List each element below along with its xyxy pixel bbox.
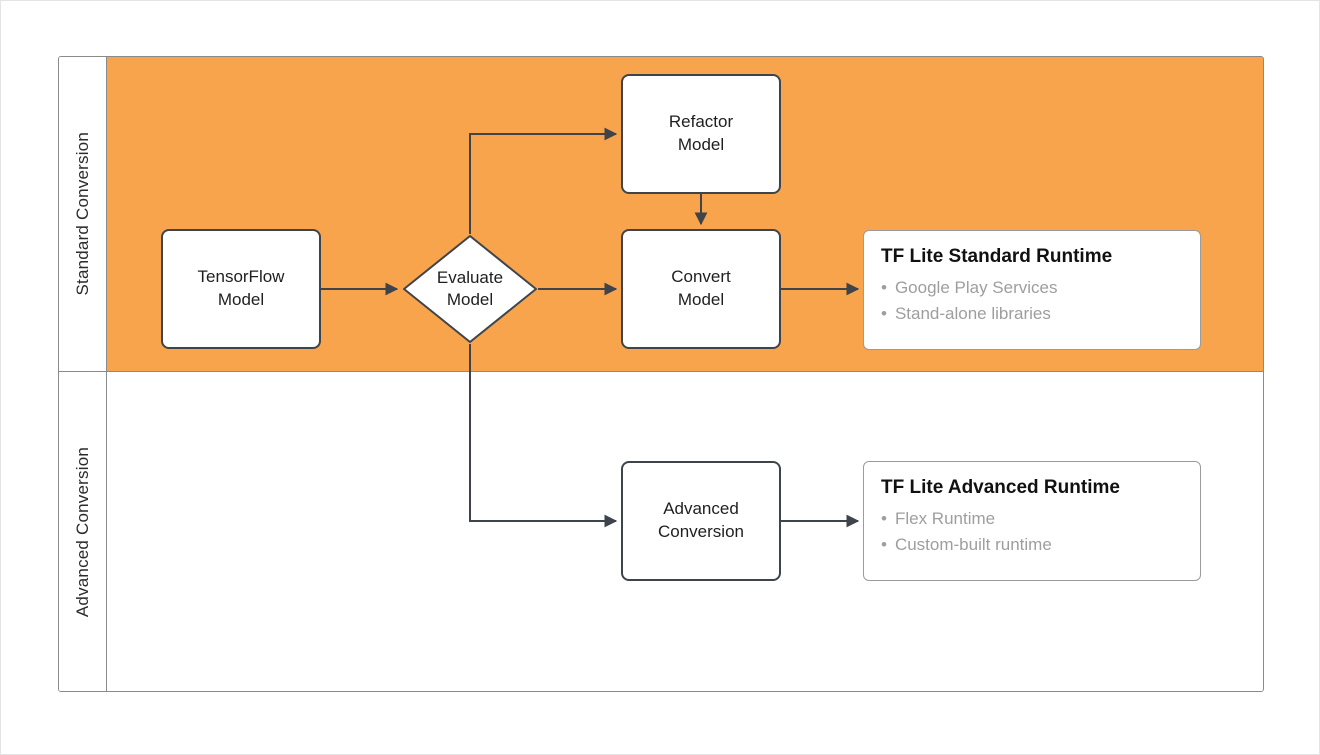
node-convert-model-label: Convert Model [671, 267, 731, 309]
bullet-item: Stand-alone libraries [881, 301, 1183, 327]
tflite-standard-runtime-title: TF Lite Standard Runtime [881, 246, 1113, 267]
node-tflite-advanced-runtime: TF Lite Advanced Runtime Flex Runtime Cu… [863, 461, 1201, 581]
node-tensorflow-model-label: TensorFlow Model [197, 267, 285, 309]
node-evaluate-model: Evaluate Model [402, 234, 538, 344]
lane-label-cell-standard: Standard Conversion [59, 57, 107, 371]
lane-label-standard: Standard Conversion [72, 132, 92, 296]
node-evaluate-model-label: Evaluate Model [436, 267, 504, 309]
node-advanced-conversion: Advanced Conversion [621, 461, 781, 581]
decision-diamond-shape [403, 235, 537, 343]
node-refactor-model-label: Refactor Model [668, 112, 734, 154]
tflite-standard-runtime-bullets: Google Play Services Stand-alone librari… [881, 275, 1183, 326]
node-tflite-standard-runtime: TF Lite Standard Runtime Google Play Ser… [863, 230, 1201, 350]
lane-label-advanced: Advanced Conversion [72, 447, 92, 618]
tflite-advanced-runtime-bullets: Flex Runtime Custom-built runtime [881, 506, 1183, 557]
node-advanced-conversion-label: Advanced Conversion [658, 499, 744, 541]
bullet-item: Google Play Services [881, 275, 1183, 301]
node-refactor-model: Refactor Model [621, 74, 781, 194]
node-convert-model: Convert Model [621, 229, 781, 349]
node-tensorflow-model: TensorFlow Model [161, 229, 321, 349]
bullet-item: Flex Runtime [881, 506, 1183, 532]
tflite-advanced-runtime-title: TF Lite Advanced Runtime [881, 477, 1120, 498]
lane-label-cell-advanced: Advanced Conversion [59, 372, 107, 691]
bullet-item: Custom-built runtime [881, 532, 1183, 558]
